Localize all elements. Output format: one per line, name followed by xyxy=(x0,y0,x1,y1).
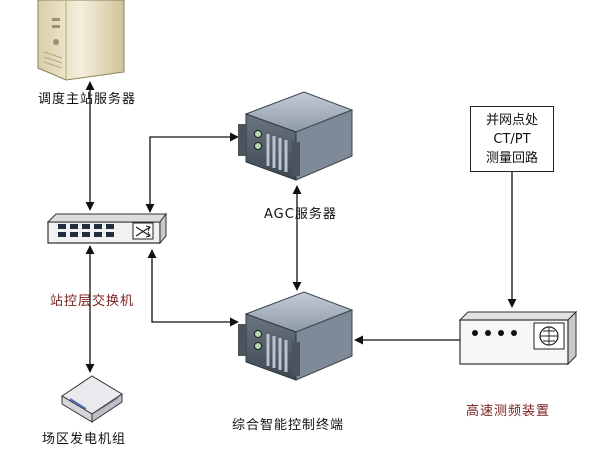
switch-icon xyxy=(46,212,167,245)
ct-pt-measurement-box: 并网点处 CT/PT 测量回路 xyxy=(470,106,554,172)
generator-unit-label: 场区发电机组 xyxy=(42,432,127,447)
integrated-terminal-label: 综合智能控制终端 xyxy=(232,418,345,433)
link-switch-agc xyxy=(145,132,239,213)
dispatch-server-icon xyxy=(37,0,125,81)
agc-server-icon xyxy=(238,91,354,181)
generator-unit-icon xyxy=(61,375,123,423)
ct-pt-line-3: 测量回路 xyxy=(485,150,538,166)
freq-device-label: 高速测频装置 xyxy=(466,404,551,419)
ct-pt-line-1: 并网点处 xyxy=(485,112,538,128)
agc-server-label: AGC服务器 xyxy=(264,207,337,222)
link-switch-terminal xyxy=(147,249,239,327)
dispatch-server-label: 调度主站服务器 xyxy=(38,92,137,107)
integrated-terminal-icon xyxy=(238,291,354,381)
connections xyxy=(85,81,517,373)
freq-device-icon xyxy=(458,310,578,366)
switch-label: 站控层交换机 xyxy=(50,294,135,309)
ct-pt-line-2: CT/PT xyxy=(493,131,531,147)
